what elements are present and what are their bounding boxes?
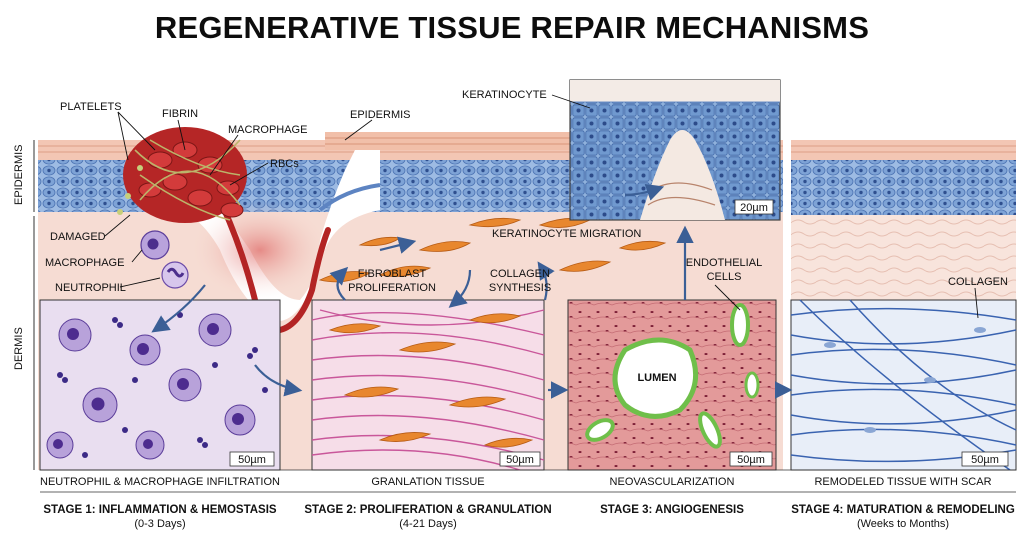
capillary-1	[730, 303, 750, 347]
tissue-strip-stage4	[791, 140, 1016, 300]
stage2-title: STAGE 2: PROLIFERATION & GRANULATION (4-…	[300, 503, 556, 531]
endothelial-label-line2: CELLS	[707, 271, 742, 283]
macrophage-top-label: MACROPHAGE	[228, 124, 307, 136]
panel2-caption: GRANLATION TISSUE	[371, 476, 484, 488]
blood-clot	[117, 127, 247, 223]
stage3-name: STAGE 3: ANGIOGENESIS	[600, 504, 744, 516]
dermis-side-label: DERMIS	[13, 327, 25, 370]
stage1-duration: (0-3 Days)	[134, 518, 186, 530]
panel-stage4: 50µm	[790, 299, 1017, 471]
damaged-label: DAMAGED	[50, 231, 106, 243]
epidermis-side-label: EPIDERMIS	[13, 144, 25, 205]
leader-lines	[104, 94, 979, 319]
collagen-label: COLLAGEN	[948, 276, 1008, 288]
keratinocyte-label: KERATINOCYTE	[462, 89, 547, 101]
inset-scale-label: 20µm	[740, 202, 768, 214]
panel1-caption: NEUTROPHIL & MACROPHAGE INFILTRATION	[40, 476, 280, 488]
panel4-caption: REMODELED TISSUE WITH SCAR	[814, 476, 991, 488]
stage4-scale-label: 50µm	[971, 454, 999, 466]
collagen-synthesis-label-line1: COLLAGEN	[490, 268, 550, 280]
panel-stage2: 50µm	[311, 299, 545, 471]
stage2-duration: (4-21 Days)	[399, 518, 457, 530]
keratinocyte-migration-label: KERATINOCYTE MIGRATION	[492, 228, 641, 240]
neutrophil-cell	[161, 261, 189, 289]
flow-arrows	[151, 184, 793, 399]
stage3-scale-label: 50µm	[737, 454, 765, 466]
capillary-3	[698, 411, 722, 449]
fibroblast-label-line2: PROLIFERATION	[348, 282, 436, 294]
stage4-name: STAGE 4: MATURATION & REMODELING	[791, 504, 1015, 516]
panel-stage3: LUMEN 50µm	[567, 299, 777, 471]
stage4-title: STAGE 4: MATURATION & REMODELING (Weeks …	[785, 503, 1021, 531]
stage1-title: STAGE 1: INFLAMMATION & HEMOSTASIS (0-3 …	[40, 503, 280, 531]
capillary-4	[744, 371, 760, 399]
stage2-scale-label: 50µm	[506, 454, 534, 466]
diagram-title: REGENERATIVE TISSUE REPAIR MECHANISMS	[154, 10, 870, 45]
wound-inflammation	[190, 200, 330, 300]
platelets-label: PLATELETS	[60, 101, 122, 113]
neutrophil-label: NEUTROPHIL	[55, 282, 126, 294]
fibroblast-label-line1: FIBROBLAST	[358, 268, 427, 280]
fibrin-label: FIBRIN	[162, 108, 198, 120]
keratinocyte-inset: 20µm	[569, 79, 781, 221]
stage4-duration: (Weeks to Months)	[856, 518, 950, 530]
stage1-scale-label: 50µm	[238, 454, 266, 466]
rbcs-label: RBCs	[270, 158, 299, 170]
macrophage-label: MACROPHAGE	[45, 257, 124, 269]
stage4-gap	[783, 130, 791, 475]
stage1-name: STAGE 1: INFLAMMATION & HEMOSTASIS	[43, 504, 277, 516]
stage2-name: STAGE 2: PROLIFERATION & GRANULATION	[304, 504, 552, 516]
migrating-horny-layer	[325, 132, 575, 150]
lumen-label: LUMEN	[637, 372, 676, 384]
stage4-epidermis	[791, 160, 1016, 215]
epidermis-mid-label: EPIDERMIS	[350, 109, 411, 121]
vessel-lumen	[612, 337, 699, 419]
panel3-caption: NEOVASCULARIZATION	[610, 476, 735, 488]
capillary-2	[585, 418, 615, 442]
stage3-title: STAGE 3: ANGIOGENESIS	[572, 503, 772, 517]
collagen-synthesis-label-line2: SYNTHESIS	[489, 282, 551, 294]
stage4-dermis	[791, 215, 1016, 300]
endothelial-label-line1: ENDOTHELIAL	[686, 257, 762, 269]
